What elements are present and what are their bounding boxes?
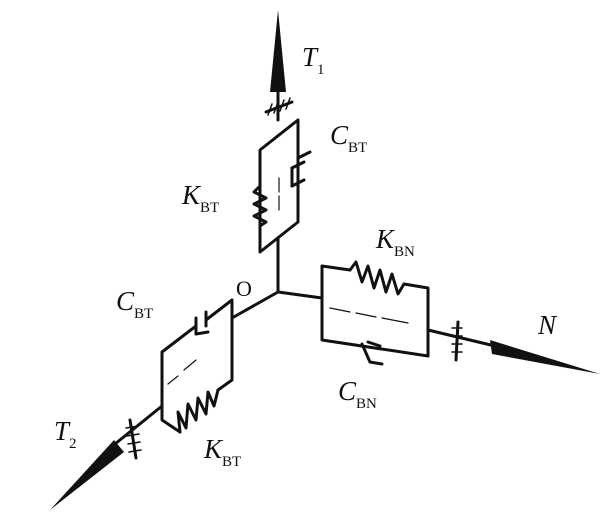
left-spring: [176, 388, 220, 434]
label-c-bt-left: CBT: [116, 286, 153, 322]
n-hatched-support: [451, 320, 463, 362]
t1-arrowhead: [270, 10, 286, 92]
label-c-bt-top: CBT: [330, 120, 367, 156]
left-spring-damper-unit: [160, 298, 234, 434]
top-spring-damper-unit: [252, 118, 312, 254]
label-k-bn: KBN: [375, 224, 415, 260]
label-origin: O: [236, 276, 252, 301]
t1-axis: [264, 10, 294, 294]
n-arrowhead: [490, 340, 600, 374]
label-t1: T1: [302, 42, 325, 78]
right-spring-damper-unit: [320, 260, 430, 366]
t2-hatched-support: [125, 418, 142, 460]
label-n: N: [537, 310, 558, 340]
label-k-bt-top: KBT: [181, 180, 219, 216]
top-damper: [290, 150, 312, 188]
label-c-bn: CBN: [338, 376, 377, 412]
right-spring: [348, 260, 406, 296]
t2-arrowhead: [50, 440, 124, 510]
t1-hatched-support: [264, 97, 294, 116]
label-t2: T2: [54, 416, 77, 452]
label-k-bt-left: KBT: [203, 434, 241, 470]
top-spring: [252, 184, 268, 228]
right-damper: [360, 340, 384, 366]
left-damper: [194, 310, 210, 336]
n-axis: [276, 290, 600, 374]
t2-axis: [50, 290, 280, 510]
